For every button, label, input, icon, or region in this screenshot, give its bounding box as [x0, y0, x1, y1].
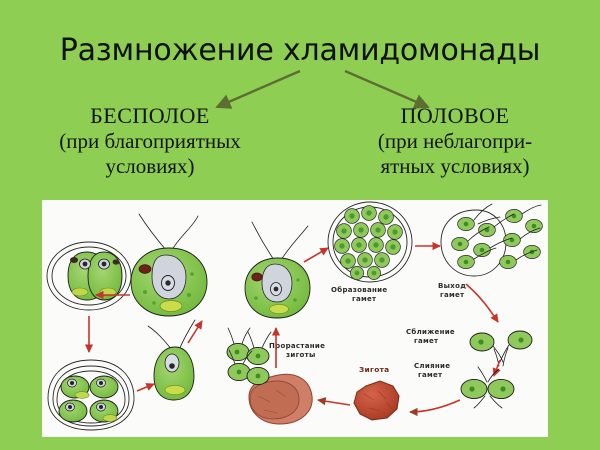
down-right-arrow-icon [344, 69, 430, 109]
branch-sexual-heading: ПОЛОВОЕ [400, 103, 510, 128]
sexual-arrow-3 [465, 283, 499, 323]
label-prorastanie-zigoty-line2: зиготы [286, 351, 316, 359]
gamete-approach-pair [469, 330, 533, 367]
gamete-fusion-pair [460, 366, 515, 409]
sexual-vegetative-cell [244, 221, 311, 319]
life-cycle-diagram: Образование гамет [46, 201, 543, 431]
sexual-arrow-1 [303, 247, 329, 263]
asexual-zoospore [147, 319, 196, 401]
life-cycle-figure-panel: Образование гамет [42, 200, 548, 437]
label-obrazovanie-gamet-line1: Образование [331, 286, 387, 294]
asexual-daughter-cells-stage [47, 359, 135, 431]
zygote-cell [353, 380, 400, 421]
branch-sexual-subline-1: (при неблагопри- [377, 129, 533, 153]
asexual-two-cell-stage [46, 241, 132, 311]
branch-sexual-subline-2: ятных условиях) [380, 154, 530, 178]
branch-asexual-heading: БЕСПОЛОЕ [90, 103, 210, 128]
asexual-arrow-3 [136, 383, 155, 392]
zygote-germination [248, 373, 313, 425]
branch-asexual-subline-1: (при благоприятных [59, 129, 241, 153]
branch-asexual-subline-2: условиях) [105, 154, 195, 178]
gamete-release-cluster [440, 203, 543, 277]
branch-asexual: БЕСПОЛОЕ (при благоприятных условиях) [10, 103, 290, 179]
label-sblizhenie-gamet-line1: Сближение [406, 328, 455, 336]
label-sliyanie-gamet-line1: Слияние [414, 362, 450, 370]
page-title: Размножение хламидомонады [59, 33, 541, 68]
label-sblizhenie-gamet-line2: гамет [414, 337, 439, 345]
label-vyhod-gamet-line2: гамет [440, 291, 465, 299]
label-zigota: Зигота [359, 365, 389, 374]
label-obrazovanie-gamet-line2: гамет [352, 295, 377, 303]
down-left-arrow-icon [215, 69, 301, 109]
gamete-formation-cluster [327, 201, 413, 283]
label-prorastanie-zigoty-line1: Прорастание [269, 342, 325, 350]
label-sliyanie-gamet-line2: гамет [418, 371, 443, 379]
sexual-arrow-4 [492, 359, 501, 377]
branch-sexual: ПОЛОВОЕ (при неблагопри- ятных условиях) [318, 103, 592, 179]
asexual-arrow-4 [187, 320, 203, 344]
sexual-arrow-6 [317, 397, 351, 406]
germinated-zoospores [226, 327, 272, 386]
sexual-arrow-5 [409, 399, 461, 417]
label-vyhod-gamet-line1: Выход [438, 282, 466, 290]
asexual-parent-cell [130, 213, 208, 317]
